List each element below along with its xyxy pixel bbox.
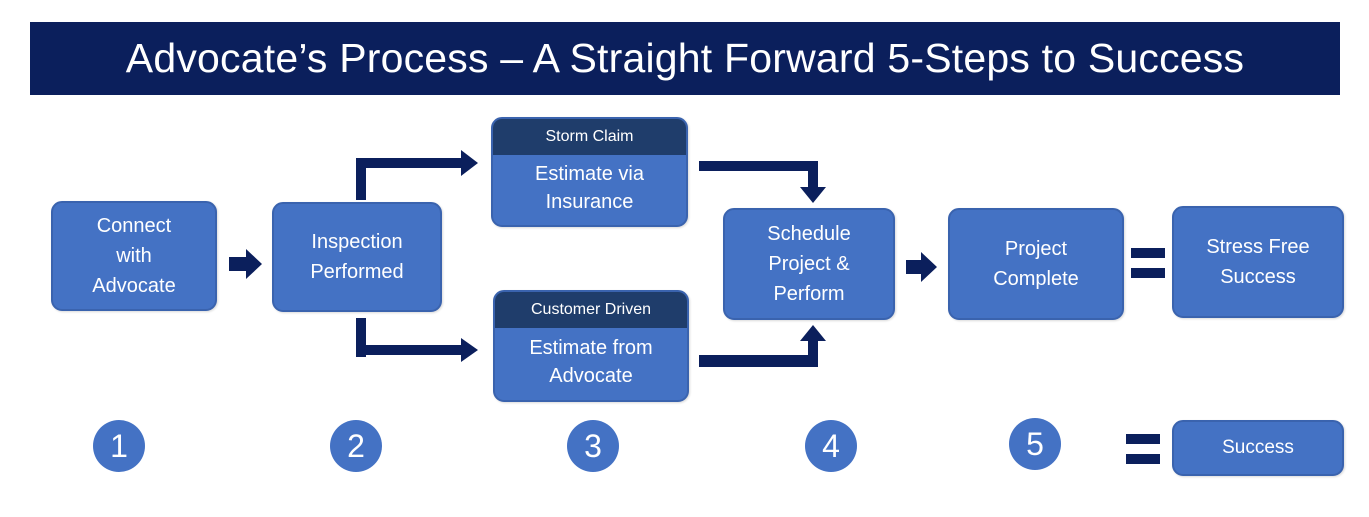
arrow-connect-to-inspection	[229, 249, 262, 279]
step-inspection-label: Inspection Performed	[310, 231, 404, 283]
elbow-customer-to-schedule	[699, 325, 826, 367]
result-box: Stress Free Success	[1172, 206, 1344, 318]
step-complete-box: Project Complete	[948, 208, 1124, 320]
step-number-1: 1	[93, 420, 145, 472]
storm-claim-tag: Storm Claim	[493, 119, 686, 155]
step-connect-label: Connect with Advocate	[92, 215, 176, 297]
elbow-up-vertical	[356, 158, 366, 200]
elbow-down-arrow	[356, 338, 478, 362]
step-number-4: 4	[805, 420, 857, 472]
success-box: Success	[1172, 420, 1344, 476]
step-schedule-box: Schedule Project & Perform	[723, 208, 895, 320]
step-schedule-label: Schedule Project & Perform	[767, 223, 851, 305]
customer-driven-label: Estimate from Advocate	[529, 337, 653, 387]
step-number-3: 3	[567, 420, 619, 472]
step-customer-driven-box: Customer Driven Estimate from Advocate	[493, 290, 689, 402]
page-title: Advocate’s Process – A Straight Forward …	[30, 22, 1340, 95]
storm-claim-label: Estimate via Insurance	[535, 163, 644, 213]
elbow-down-vertical	[356, 318, 366, 357]
step-number-2: 2	[330, 420, 382, 472]
step-storm-claim-box: Storm Claim Estimate via Insurance	[491, 117, 688, 227]
elbow-storm-to-schedule	[699, 161, 826, 203]
elbow-up-arrow	[356, 150, 478, 176]
step-number-5: 5	[1009, 418, 1061, 470]
success-label: Success	[1222, 437, 1294, 458]
step-inspection-box: Inspection Performed	[272, 202, 442, 312]
equals-sign-bottom	[1126, 434, 1160, 464]
step-complete-label: Project Complete	[993, 238, 1079, 290]
customer-driven-tag: Customer Driven	[495, 292, 687, 328]
step-connect-box: Connect with Advocate	[51, 201, 217, 311]
result-label: Stress Free Success	[1206, 236, 1310, 288]
equals-sign	[1131, 248, 1165, 278]
arrow-schedule-to-complete	[906, 252, 937, 282]
